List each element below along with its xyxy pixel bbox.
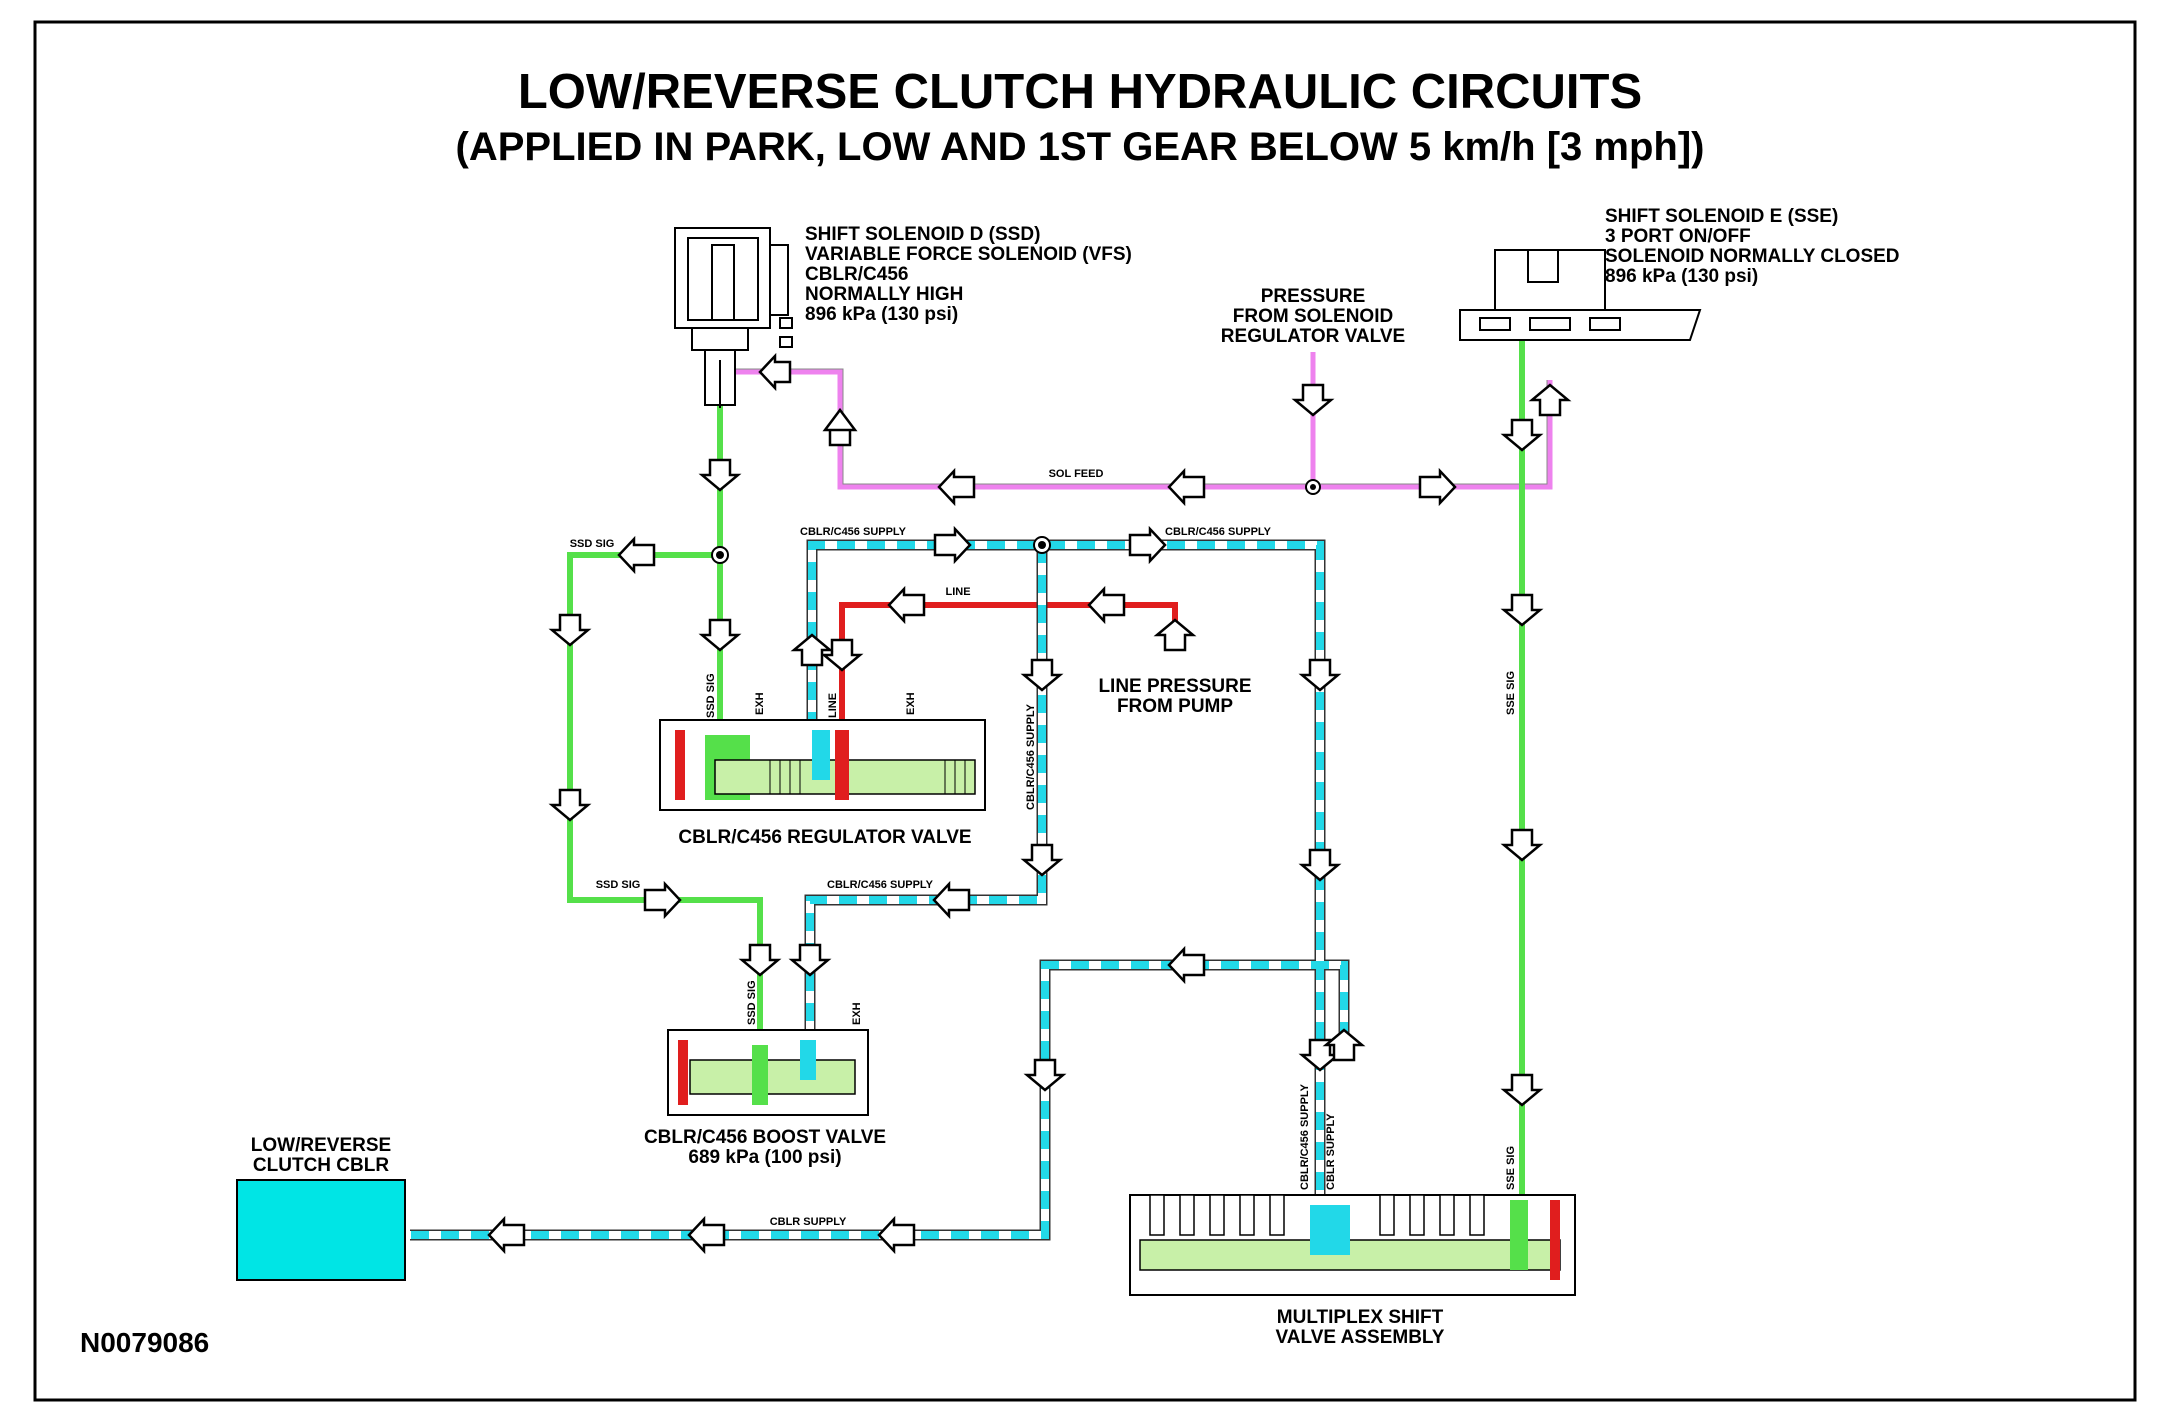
sse-line-4: 896 kPa (130 psi) [1605,266,1758,287]
port-mux-cblr: CBLR SUPPLY [1325,1113,1337,1190]
boost-line-2: 689 kPa (100 psi) [688,1147,841,1168]
ssd-label: SHIFT SOLENOID D (SSD) VARIABLE FORCE SO… [805,224,1132,325]
circuit-cblr-supply-2: CBLR/C456 SUPPLY [1165,526,1272,538]
circuit-cblr-supply-1: CBLR/C456 SUPPLY [800,526,907,538]
port-reg-exh2: EXH [905,692,917,715]
pressure-line-3: REGULATOR VALVE [1221,326,1405,347]
regulator-valve-label: CBLR/C456 REGULATOR VALVE [678,827,971,848]
sse-label: SHIFT SOLENOID E (SSE) 3 PORT ON/OFF SOL… [1605,206,1900,287]
clutch-line-2: CLUTCH CBLR [253,1155,389,1176]
multiplex-valve [1129,1194,1576,1296]
pump-line-1: LINE PRESSURE [1098,676,1251,697]
multiplex-label: MULTIPLEX SHIFT VALVE ASSEMBLY [1276,1307,1445,1348]
junction-dots [711,479,1321,564]
diagram-border [33,20,2137,1402]
circuit-cblr-supply-3: CBLR/C456 SUPPLY [827,879,934,891]
ssd-line-5: 896 kPa (130 psi) [805,304,958,325]
sse-line-3: SOLENOID NORMALLY CLOSED [1605,246,1900,267]
port-reg-supply: CBLR/C456 SUPPLY [1025,703,1037,810]
regulator-valve [659,719,986,811]
sol-feed-circuit [725,352,1553,490]
title-line-2: (APPLIED IN PARK, LOW AND 1ST GEAR BELOW… [456,125,1705,169]
port-boost-ssd: SSD SIG [746,980,758,1025]
port-sse-vert: SSE SIG [1505,671,1517,715]
pressure-line-1: PRESSURE [1261,286,1366,307]
circuit-ssd-sig: SSD SIG [570,538,615,550]
boost-valve-label: CBLR/C456 BOOST VALVE 689 kPa (100 psi) [644,1127,886,1168]
multiplex-line-1: MULTIPLEX SHIFT [1277,1307,1444,1328]
circuit-line: LINE [945,586,970,598]
boost-line-1: CBLR/C456 BOOST VALVE [644,1127,886,1148]
ssd-line-2: VARIABLE FORCE SOLENOID (VFS) [805,244,1132,265]
sse-solenoid [1459,249,1702,341]
port-reg-line: LINE [827,693,839,718]
circuit-sol-feed: SOL FEED [1049,468,1104,480]
ssd-solenoid [674,227,793,408]
flow-arrows [487,352,1572,1255]
ssd-line-3: CBLR/C456 [805,264,908,285]
pressure-line-2: FROM SOLENOID [1233,306,1393,327]
pump-line-2: FROM PUMP [1117,696,1233,717]
clutch-line-1: LOW/REVERSE [251,1135,391,1156]
title-line-1: LOW/REVERSE CLUTCH HYDRAULIC CIRCUITS [518,65,1642,119]
port-boost-exh: EXH [851,1002,863,1025]
ssd-line-1: SHIFT SOLENOID D (SSD) [805,224,1040,245]
port-reg-exh1: EXH [754,692,766,715]
boost-valve [667,1029,869,1116]
port-reg-ssd: SSD SIG [705,673,717,718]
circuit-cblr-supply: CBLR SUPPLY [770,1216,847,1228]
line-pump-label: LINE PRESSURE FROM PUMP [1098,676,1251,717]
port-mux-sse: SSE SIG [1505,1146,1517,1190]
sse-line-1: SHIFT SOLENOID E (SSE) [1605,206,1838,227]
clutch-label: LOW/REVERSE CLUTCH CBLR [251,1135,391,1176]
multiplex-line-2: VALVE ASSEMBLY [1276,1327,1445,1348]
sse-line-2: 3 PORT ON/OFF [1605,226,1751,247]
low-reverse-clutch-box [236,1179,406,1281]
ssd-line-4: NORMALLY HIGH [805,284,963,305]
pressure-source-label: PRESSURE FROM SOLENOID REGULATOR VALVE [1221,286,1405,347]
circuit-ssd-sig-2: SSD SIG [596,879,641,891]
port-mux-supply: CBLR/C456 SUPPLY [1299,1083,1311,1190]
reference-code: N0079086 [80,1327,209,1358]
